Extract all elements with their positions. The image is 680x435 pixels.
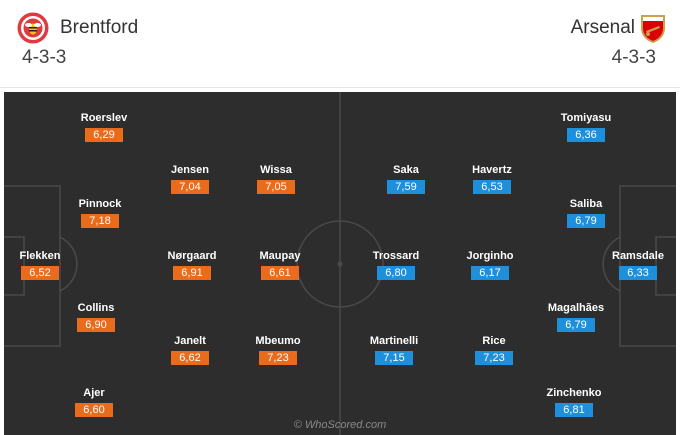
player-rating: 6,79 [567, 214, 605, 228]
player-name: Collins [77, 302, 115, 314]
player-rating: 7,18 [81, 214, 119, 228]
away-player-rice[interactable]: Rice 7,23 [454, 335, 534, 375]
away-player-magalhaes[interactable]: Magalhães 6,79 [536, 302, 616, 342]
away-team-name: Arsenal [570, 17, 635, 38]
player-name: Nørgaard [167, 250, 217, 262]
away-player-martinelli[interactable]: Martinelli 7,15 [354, 335, 434, 375]
player-rating: 6,91 [173, 266, 211, 280]
pitch: Roerslev 6,29 Pinnock 7,18 Flekken 6,52 … [4, 92, 676, 435]
player-name: Rice [482, 335, 506, 347]
away-player-saliba[interactable]: Saliba 6,79 [546, 198, 626, 238]
player-rating: 7,23 [475, 351, 513, 365]
player-name: Trossard [372, 250, 420, 262]
player-rating: 6,62 [171, 351, 209, 365]
player-name: Saka [393, 164, 419, 176]
player-rating: 6,61 [261, 266, 299, 280]
home-player-ajer[interactable]: Ajer 6,60 [54, 387, 134, 427]
away-formation: 4-3-3 [611, 47, 656, 68]
home-player-wissa[interactable]: Wissa 7,05 [236, 164, 316, 204]
player-name: Wissa [260, 164, 292, 176]
player-name: Flekken [19, 250, 61, 262]
home-player-jensen[interactable]: Jensen 7,04 [150, 164, 230, 204]
player-name: Jensen [171, 164, 209, 176]
home-player-flekken[interactable]: Flekken 6,52 [4, 250, 80, 290]
away-player-zinchenko[interactable]: Zinchenko 6,81 [534, 387, 614, 427]
player-rating: 6,79 [557, 318, 595, 332]
player-rating: 6,60 [75, 403, 113, 417]
player-name: Pinnock [78, 198, 122, 210]
home-formation: 4-3-3 [22, 47, 67, 68]
player-name: Roerslev [80, 112, 128, 124]
away-player-trossard[interactable]: Trossard 6,80 [356, 250, 436, 290]
player-name: Maupay [259, 250, 301, 262]
away-player-havertz[interactable]: Havertz 6,53 [452, 164, 532, 204]
player-rating: 6,17 [471, 266, 509, 280]
player-name: Tomiyasu [560, 112, 612, 124]
away-player-jorginho[interactable]: Jorginho 6,17 [450, 250, 530, 290]
player-name: Ajer [83, 387, 105, 399]
home-player-mbeumo[interactable]: Mbeumo 7,23 [238, 335, 318, 375]
home-player-roerslev[interactable]: Roerslev 6,29 [64, 112, 144, 152]
home-player-norgaard[interactable]: Nørgaard 6,91 [152, 250, 232, 290]
player-rating: 7,15 [375, 351, 413, 365]
away-player-tomiyasu[interactable]: Tomiyasu 6,36 [546, 112, 626, 152]
player-rating: 6,36 [567, 128, 605, 142]
player-name: Havertz [472, 164, 512, 176]
player-name: Mbeumo [255, 335, 301, 347]
player-rating: 6,81 [555, 403, 593, 417]
home-team-name: Brentford [60, 17, 139, 38]
player-name: Ramsdale [612, 250, 664, 262]
player-name: Zinchenko [546, 387, 602, 399]
player-rating: 6,90 [77, 318, 115, 332]
away-player-ramsdale[interactable]: Ramsdale 6,33 [598, 250, 676, 290]
player-rating: 6,33 [619, 266, 657, 280]
player-rating: 6,53 [473, 180, 511, 194]
player-name: Saliba [569, 198, 603, 210]
brentford-crest-icon [17, 12, 49, 44]
home-player-janelt[interactable]: Janelt 6,62 [150, 335, 230, 375]
home-player-collins[interactable]: Collins 6,90 [56, 302, 136, 342]
player-rating: 7,05 [257, 180, 295, 194]
player-rating: 7,59 [387, 180, 425, 194]
player-rating: 6,80 [377, 266, 415, 280]
watermark: © WhoScored.com [293, 419, 387, 431]
away-player-saka[interactable]: Saka 7,59 [366, 164, 446, 204]
player-name: Jorginho [466, 250, 514, 262]
player-rating: 6,29 [85, 128, 123, 142]
player-rating: 7,04 [171, 180, 209, 194]
match-header: Brentford 4-3-3 Arsenal 4-3-3 [0, 0, 680, 88]
arsenal-crest-icon [641, 15, 665, 43]
player-rating: 7,23 [259, 351, 297, 365]
player-name: Martinelli [369, 335, 419, 347]
home-player-maupay[interactable]: Maupay 6,61 [240, 250, 320, 290]
player-rating: 6,52 [21, 266, 59, 280]
player-name: Magalhães [547, 302, 605, 314]
home-player-pinnock[interactable]: Pinnock 7,18 [60, 198, 140, 238]
player-name: Janelt [174, 335, 206, 347]
